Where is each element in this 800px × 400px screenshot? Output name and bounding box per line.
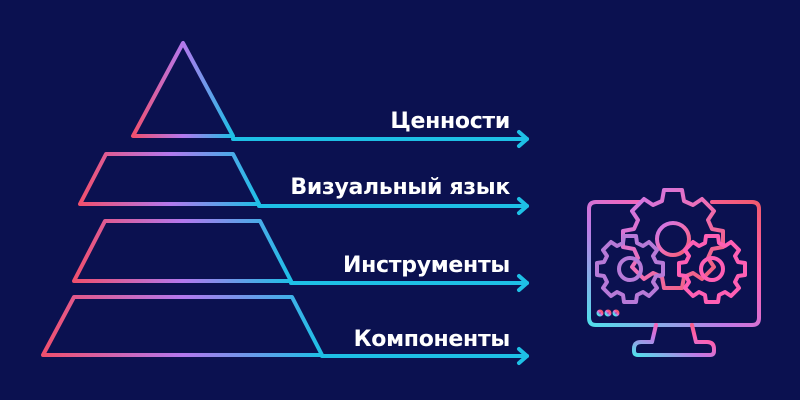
monitor-with-gears-icon — [587, 188, 761, 357]
arrow-icon — [289, 274, 529, 292]
level-label-values: Ценности — [390, 109, 510, 134]
pyramid-level-1 — [131, 41, 235, 138]
level-label-visual-language: Визуальный язык — [290, 175, 510, 200]
pyramid-level-3 — [72, 219, 293, 283]
arrow-icon — [320, 347, 529, 365]
level-label-tools: Инструменты — [343, 253, 510, 278]
pyramid-level-4 — [41, 295, 324, 357]
pyramid-level-2 — [78, 152, 261, 206]
level-label-components: Компоненты — [353, 327, 511, 352]
arrow-icon — [257, 197, 529, 215]
arrow-icon — [231, 130, 529, 148]
